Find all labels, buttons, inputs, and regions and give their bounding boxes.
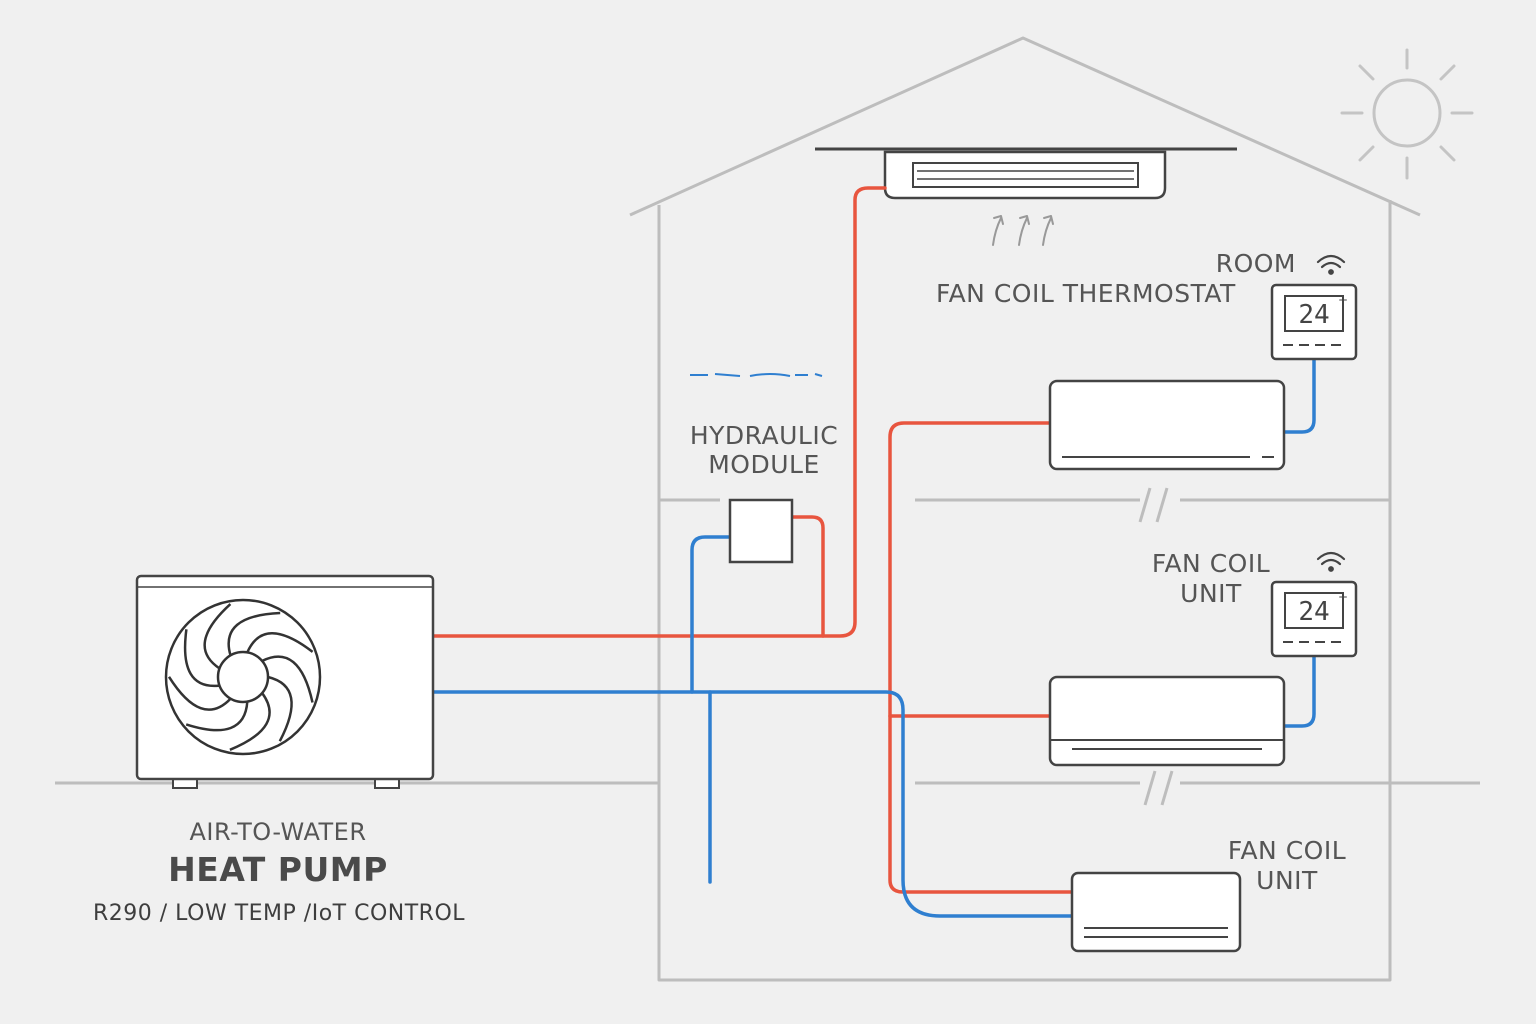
hydraulic-module-box: [728, 498, 794, 564]
fan-blade: [167, 676, 232, 711]
thermostat-middle-display: 24: [1298, 597, 1329, 627]
room-thermostat-label-line1: ROOM: [1215, 249, 1296, 278]
fan-blade: [261, 655, 314, 703]
fan-blade: [185, 701, 249, 732]
room-thermostat-label-line2: FAN COIL THERMOSTAT: [936, 279, 1236, 308]
fan-blade: [267, 675, 293, 742]
water-mark: [690, 373, 823, 377]
thermostat-upper: 24 +: [1270, 283, 1358, 361]
air-flow-arrows-icon: [992, 215, 1054, 246]
fan-coil-unit-upper: [1048, 379, 1286, 471]
fan-blade: [203, 603, 232, 670]
fan-icon: [164, 598, 322, 756]
thermostat-middle: 24 +: [1270, 580, 1358, 658]
thermostat-upper-display: 24: [1298, 300, 1329, 330]
wifi-icon: [1316, 254, 1346, 275]
house-outline: [629, 36, 1421, 982]
fan-blade: [229, 692, 271, 751]
heat-pump-label-line2: HEAT PUMP: [168, 850, 388, 889]
fan-blade: [183, 629, 220, 688]
fan-coil-middle-label-line1: FAN COIL: [1151, 549, 1271, 578]
svg-text:+: +: [1338, 590, 1348, 604]
fan-blade: [227, 611, 281, 656]
fan-coil-unit-middle: [1048, 675, 1286, 767]
supply-pipes: [431, 186, 1074, 894]
floor-dividers: [659, 487, 1480, 806]
fan-blade: [246, 632, 314, 653]
sun-icon: [1340, 48, 1474, 180]
fan-coil-bottom-label-line2: UNIT: [1256, 866, 1318, 895]
ceiling-cassette-unit: [815, 147, 1237, 200]
hydraulic-module-label-line1: HYDRAULIC: [689, 421, 839, 450]
heat-pump-label-line1: AIR-TO-WATER: [189, 818, 367, 846]
heat-pump-label-line3: R290 / LOW TEMP /IoT CONTROL: [93, 901, 466, 926]
fan-coil-unit-bottom: [1070, 871, 1242, 953]
return-pipes: [431, 358, 1316, 918]
heat-pump-unit: [135, 574, 435, 789]
hydraulic-module-label-line2: MODULE: [708, 450, 820, 479]
svg-text:+: +: [1338, 293, 1348, 307]
fan-coil-middle-label-line2: UNIT: [1180, 579, 1242, 608]
fan-coil-bottom-label-line1: FAN COIL: [1227, 836, 1347, 865]
wifi-icon: [1316, 551, 1346, 572]
